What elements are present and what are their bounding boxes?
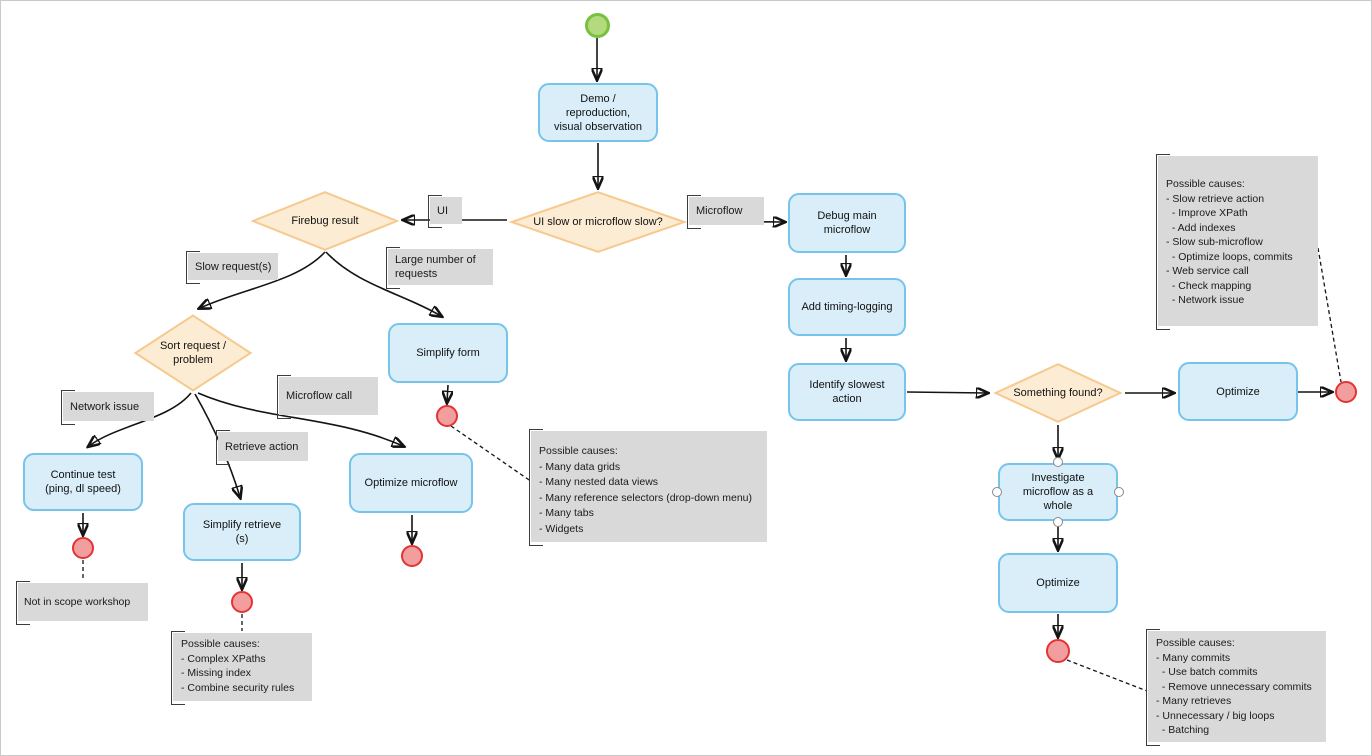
note-text: Possible causes: - Complex XPaths - Miss… [181, 638, 295, 694]
decision-sort-request-problem[interactable]: Sort request / problem [133, 314, 253, 392]
edge-label-microflow-call[interactable]: Microflow call [277, 375, 378, 419]
diamond-shape [250, 191, 400, 251]
node-debug-main-microflow[interactable]: Debug main microflow [788, 193, 906, 253]
node-label: Firebug result [291, 215, 359, 227]
node-add-timing-logging[interactable]: Add timing-logging [788, 278, 906, 336]
node-label: Add timing-logging [801, 301, 893, 313]
node-label: Demo / reproduction, visual observation [553, 92, 643, 133]
selection-handle-right[interactable] [1114, 487, 1124, 497]
edge-label-microflow[interactable]: Microflow [687, 195, 764, 229]
node-optimize-microflow[interactable]: Optimize microflow [349, 453, 473, 513]
end-node-optimize-ui[interactable] [1335, 381, 1357, 403]
note-not-in-scope-workshop[interactable]: Not in scope workshop [16, 581, 148, 625]
node-label: Debug main microflow [817, 210, 877, 236]
end-node-simplify-retrieve[interactable] [231, 591, 253, 613]
end-node-optimize-whole[interactable] [1046, 639, 1070, 663]
selection-handle-left[interactable] [992, 487, 1002, 497]
node-label: Continue test (ping, dl speed) [45, 469, 121, 495]
diamond-shape [133, 314, 253, 392]
end-node-optimize-microflow[interactable] [401, 545, 423, 567]
node-label: Optimize [1036, 577, 1080, 589]
node-continue-test[interactable]: Continue test (ping, dl speed) [23, 453, 143, 511]
node-label: Investigate microflow as a whole [1022, 472, 1094, 512]
edge-label-text: UI [437, 204, 448, 217]
edge-label-text: Network issue [70, 400, 140, 413]
node-optimize-whole[interactable]: Optimize [998, 553, 1118, 613]
decision-firebug-result[interactable]: Firebug result [250, 191, 400, 251]
edge-sort-to-continue-test[interactable] [89, 392, 192, 446]
note-text: Possible causes: - Many commits - Use ba… [1156, 637, 1312, 736]
node-identify-slowest-action[interactable]: Identify slowest action [788, 363, 906, 421]
selection-handle-bottom[interactable] [1053, 517, 1063, 527]
edge-firebug-to-sort[interactable] [200, 251, 326, 308]
note-text: Possible causes: - Many data grids - Man… [539, 445, 753, 535]
node-simplify-retrieve[interactable]: Simplify retrieve (s) [183, 503, 301, 561]
note-form-possible-causes[interactable]: Possible causes: - Many data grids - Man… [529, 429, 767, 546]
node-label: Something found? [1013, 387, 1103, 399]
edge-label-text: Retrieve action [225, 440, 299, 453]
edge-label-text: Microflow [696, 205, 743, 217]
node-label: Optimize [1216, 385, 1260, 398]
edge-label-text: Microflow call [286, 390, 353, 402]
edge-label-large-number-of-requests[interactable]: Large number of requests [386, 247, 493, 289]
edge-sort-to-optimize-microflow[interactable] [197, 392, 403, 446]
decision-something-found[interactable]: Something found? [993, 363, 1123, 423]
edge-label-ui[interactable]: UI [428, 195, 462, 228]
edge-label-text: Slow request(s) [195, 260, 272, 273]
note-whole-possible-causes[interactable]: Possible causes: - Many commits - Use ba… [1146, 629, 1326, 746]
dashed-link-whole-causes[interactable] [1066, 659, 1148, 692]
note-text: Possible causes: - Slow retrieve action … [1166, 178, 1293, 306]
edge-label-retrieve-action[interactable]: Retrieve action [216, 430, 308, 465]
node-label: Identify slowest action [809, 379, 885, 405]
node-label: Optimize microflow [364, 477, 458, 489]
dashed-link-microflow-causes[interactable] [1317, 247, 1342, 383]
diamond-shape [508, 191, 688, 253]
node-label: Simplify form [416, 347, 480, 359]
note-text: Not in scope workshop [24, 595, 131, 608]
edge-simplify-form-to-end[interactable] [447, 384, 448, 402]
node-demo-reproduction[interactable]: Demo / reproduction, visual observation [538, 83, 658, 142]
edge-identify-to-found[interactable] [906, 392, 987, 393]
end-node-simplify-form[interactable] [436, 405, 458, 427]
node-label: Sort request / problem [159, 340, 227, 366]
note-microflow-possible-causes[interactable]: Possible causes: - Slow retrieve action … [1156, 154, 1318, 330]
start-node[interactable] [585, 13, 610, 38]
decision-ui-slow-or-microflow-slow[interactable]: UI slow or microflow slow? [508, 191, 688, 253]
node-investigate-microflow-whole[interactable]: Investigate microflow as a whole [998, 463, 1118, 521]
edge-label-text: Large number of requests [395, 254, 476, 280]
edge-firebug-to-simplify-form[interactable] [325, 251, 441, 316]
node-optimize-ui[interactable]: Optimize [1178, 362, 1298, 421]
edge-label-slow-requests[interactable]: Slow request(s) [186, 251, 278, 284]
selection-handle-top[interactable] [1053, 457, 1063, 467]
diamond-shape [993, 363, 1123, 423]
note-retrieve-possible-causes[interactable]: Possible causes: - Complex XPaths - Miss… [171, 631, 312, 705]
dashed-link-form-causes[interactable] [450, 425, 533, 483]
node-label: Simplify retrieve (s) [202, 519, 282, 545]
end-node-continue-test[interactable] [72, 537, 94, 559]
node-simplify-form[interactable]: Simplify form [388, 323, 508, 383]
node-label: UI slow or microflow slow? [533, 216, 663, 228]
edge-label-network-issue[interactable]: Network issue [61, 390, 154, 425]
